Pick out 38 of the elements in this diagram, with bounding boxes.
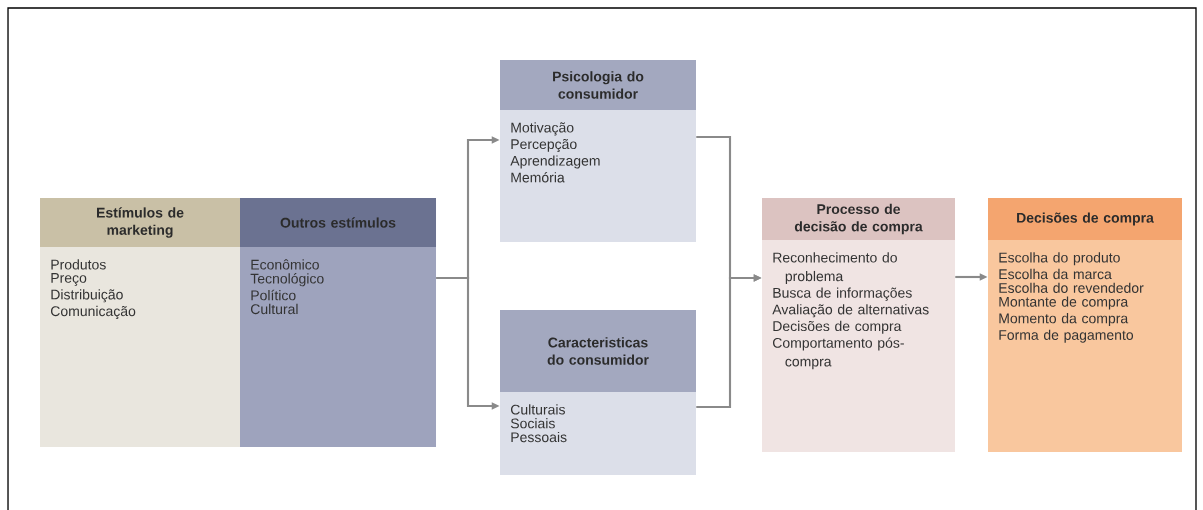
box-heading: Estímulos de marketing xyxy=(97,207,184,238)
box-heading: Psicologia do consumidor xyxy=(553,71,644,99)
list-item: Reconhecimento do problema xyxy=(773,252,897,284)
list-item: Comportamento pós-compra xyxy=(773,337,904,370)
list-item: Comunicação xyxy=(51,305,136,319)
list-item: Preço xyxy=(51,273,87,286)
list-item: Escolha do revendedor xyxy=(999,282,1144,293)
list-item: Econômico xyxy=(251,259,319,270)
box-heading: Decisões de compra xyxy=(1017,212,1154,226)
list-item: Sociais xyxy=(510,418,555,429)
list-item: Distribuição xyxy=(51,289,123,303)
stage-box xyxy=(988,198,1182,452)
list-item: Decisões de compra xyxy=(773,320,902,334)
list-item: Pessoais xyxy=(511,431,567,443)
list-item: Escolha do produto xyxy=(999,252,1120,266)
stage-box xyxy=(762,198,955,452)
list-item: Avaliação de alternativas xyxy=(772,304,929,318)
list-item: Memória xyxy=(511,172,565,183)
list-item: Percepção xyxy=(511,138,577,152)
list-item: Culturais xyxy=(511,404,565,415)
list-item: Motivação xyxy=(511,122,574,136)
list-item: Momento da compra xyxy=(999,313,1129,327)
list-item: Cultural xyxy=(251,303,298,315)
stage-box xyxy=(240,198,436,447)
list-item: Escolha da marca xyxy=(999,268,1112,280)
list-item: Produtos xyxy=(51,259,106,270)
list-item: Tecnológico xyxy=(250,273,324,287)
list-item: Busca de informações xyxy=(773,287,912,301)
stage-box xyxy=(500,310,696,475)
stage-box xyxy=(40,198,240,447)
list-item: Aprendizagem xyxy=(510,155,600,169)
stage-box xyxy=(500,60,696,242)
list-item: Político xyxy=(251,289,296,301)
box-heading: Processo de decisão de compra xyxy=(794,203,923,235)
box-heading: Caracteristicas do consumidor xyxy=(547,337,649,365)
list-item: Forma de pagamento xyxy=(999,329,1134,343)
list-item: Montante de compra xyxy=(999,296,1129,310)
box-heading: Outros estímulos xyxy=(280,217,396,228)
